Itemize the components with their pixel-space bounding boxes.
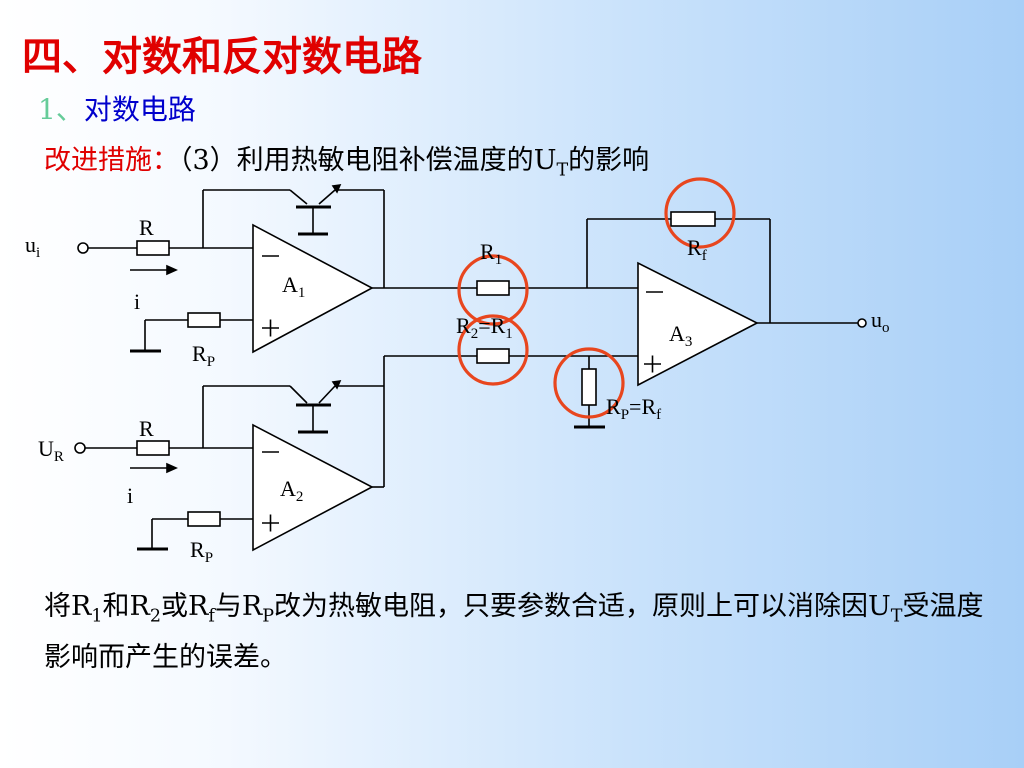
label-input-ui: ui (25, 232, 40, 261)
note-after: 的影响 (568, 145, 650, 176)
bt-ut: U (867, 591, 891, 622)
resistor-r-top (136, 240, 170, 256)
bt-r2: R (129, 591, 150, 622)
resistor-rp3 (581, 368, 597, 406)
highlight-rf (664, 177, 736, 249)
label-rp-top: RP (192, 341, 215, 370)
label-r-bottom: R (139, 416, 154, 441)
section-subtitle: 1、对数电路 (38, 88, 196, 128)
note-ut: U (533, 145, 557, 176)
highlight-rp3 (553, 347, 625, 419)
note-label: 改进措施： (44, 145, 179, 176)
resistor-r-bottom (136, 440, 170, 456)
bt-r1-sub: 1 (91, 606, 103, 627)
resistor-rp-top (187, 312, 221, 328)
note-text: （3）利用热敏电阻补偿温度的 (179, 145, 534, 176)
output-uo-terminal (857, 318, 867, 328)
bt-p4: 与 (214, 591, 242, 622)
op-amp-a2 (252, 423, 374, 552)
label-r-top: R (139, 215, 154, 240)
label-input-ur: UR (38, 436, 64, 465)
input-ur-terminal (74, 442, 86, 454)
bt-r1: R (71, 591, 92, 622)
label-r2: R2=R1 (456, 313, 513, 342)
label-current-bottom: i (127, 483, 133, 508)
section-name: 对数电路 (83, 93, 196, 126)
bt-p6: 受温度影响而产生的误差。 (44, 591, 984, 674)
bt-p2: 和 (102, 591, 130, 622)
highlight-r1 (457, 254, 529, 326)
label-a1: A1 (282, 272, 305, 301)
label-rp-bottom: RP (190, 537, 213, 566)
bt-r2-sub: 2 (149, 606, 161, 627)
label-rp3: RP=Rf (606, 394, 661, 423)
label-a2: A2 (280, 476, 303, 505)
op-amp-a1 (252, 223, 374, 354)
resistor-r2 (476, 348, 510, 364)
resistor-rp-bottom (187, 511, 221, 527)
page-title: 四、对数和反对数电路 (22, 33, 422, 80)
label-rf: Rf (687, 235, 707, 264)
bt-p1: 将 (44, 591, 71, 622)
bt-rf: R (188, 591, 209, 622)
label-r1: R1 (480, 239, 502, 268)
improvement-note: 改进措施：（3）利用热敏电阻补偿温度的UT的影响 (44, 138, 649, 180)
conclusion-text: 将R1和R2或Rf与RP改为热敏电阻，只要参数合适，原则上可以消除因UT受温度影… (44, 586, 994, 679)
label-current-top: i (134, 289, 140, 314)
resistor-rf (670, 211, 716, 227)
label-a3: A3 (669, 321, 692, 350)
bt-rp-sub: P (262, 606, 274, 627)
note-ut-sub: T (556, 160, 569, 181)
label-output-uo: uo (871, 307, 890, 336)
bt-rf-sub: f (208, 606, 215, 627)
highlight-r2 (457, 314, 529, 386)
bt-p5: 改为热敏电阻，只要参数合适，原则上可以消除因 (273, 591, 868, 622)
op-amp-a3 (637, 261, 759, 387)
bt-p3: 或 (161, 591, 188, 622)
resistor-r1 (476, 280, 510, 296)
bt-rp: R (241, 591, 263, 622)
section-number: 1、 (38, 93, 84, 126)
input-ui-terminal (77, 242, 89, 254)
bt-ut-sub: T (890, 606, 903, 627)
